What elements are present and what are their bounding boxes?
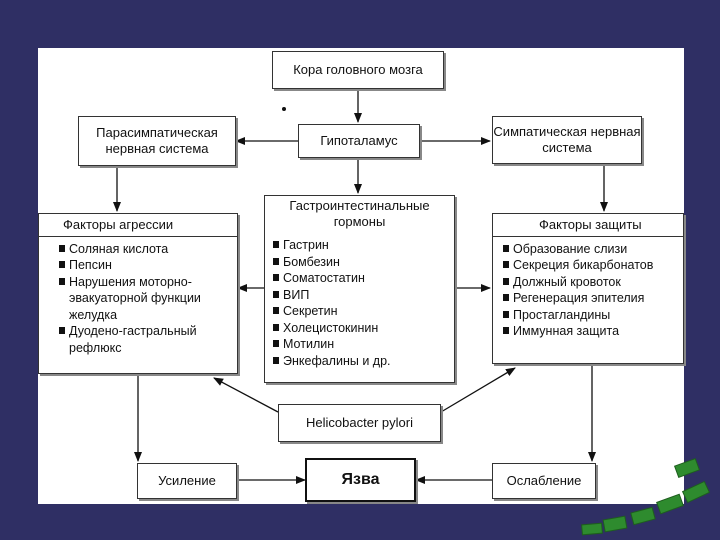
defense-item: Секреция бикарбонатов (503, 257, 679, 274)
hormone-item: ВИП (273, 287, 450, 304)
sympathetic-label: Симпатическая нервная система (493, 124, 641, 155)
deco-block (602, 515, 628, 533)
helicobacter-box: Helicobacter pylori (278, 404, 441, 442)
deco-block (681, 480, 711, 504)
deco-block (673, 457, 701, 479)
aggression-item: Соляная кислота (59, 241, 233, 258)
defense-item: Должный кровоток (503, 274, 679, 291)
hormone-item: Бомбезин (273, 254, 450, 271)
hormone-item: Секретин (273, 303, 450, 320)
hormone-item: Холецистокинин (273, 320, 450, 337)
amplification-box: Усиление (137, 463, 237, 499)
hormone-item: Гастрин (273, 237, 450, 254)
weakening-box: Ослабление (492, 463, 596, 499)
defense-item: Простагландины (503, 307, 679, 324)
defense-item: Иммунная защита (503, 323, 679, 340)
aggression-item: Пепсин (59, 257, 233, 274)
parasympathetic-box: Парасимпатическая нервная система (78, 116, 236, 166)
cortex-label: Кора головного мозга (293, 62, 423, 78)
deco-block (630, 506, 656, 526)
defense-item: Образование слизи (503, 241, 679, 258)
hypothalamus-box: Гипоталамус (298, 124, 420, 158)
bullet-dot (282, 107, 286, 111)
parasympathetic-label: Парасимпатическая нервная система (96, 125, 218, 156)
deco-block (656, 493, 684, 515)
ulcer-box: Язва (305, 458, 416, 502)
aggression-title: Факторы агрессии (39, 214, 237, 237)
aggression-item: Дуодено-гастральный рефлюкс (59, 323, 233, 356)
hormone-item: Энкефалины и др. (273, 353, 450, 370)
hormones-title: Гастроинтестинальные гормоны (289, 198, 430, 229)
weakening-label: Ослабление (506, 473, 582, 489)
hormone-item: Соматостатин (273, 270, 450, 287)
sympathetic-box: Симпатическая нервная система (492, 116, 642, 164)
hormone-item: Мотилин (273, 336, 450, 353)
defense-title: Факторы защиты (493, 214, 683, 237)
hypothalamus-label: Гипоталамус (320, 133, 398, 149)
ulcer-label: Язва (341, 471, 380, 489)
helicobacter-label: Helicobacter pylori (306, 415, 413, 431)
deco-block (581, 522, 603, 536)
aggression-item: Нарушения моторно-эвакуаторной функции ж… (59, 274, 233, 324)
cortex-box: Кора головного мозга (272, 51, 444, 89)
amplification-label: Усиление (158, 473, 216, 489)
decorative-blocks (581, 457, 711, 536)
defense-item: Регенерация эпителия (503, 290, 679, 307)
